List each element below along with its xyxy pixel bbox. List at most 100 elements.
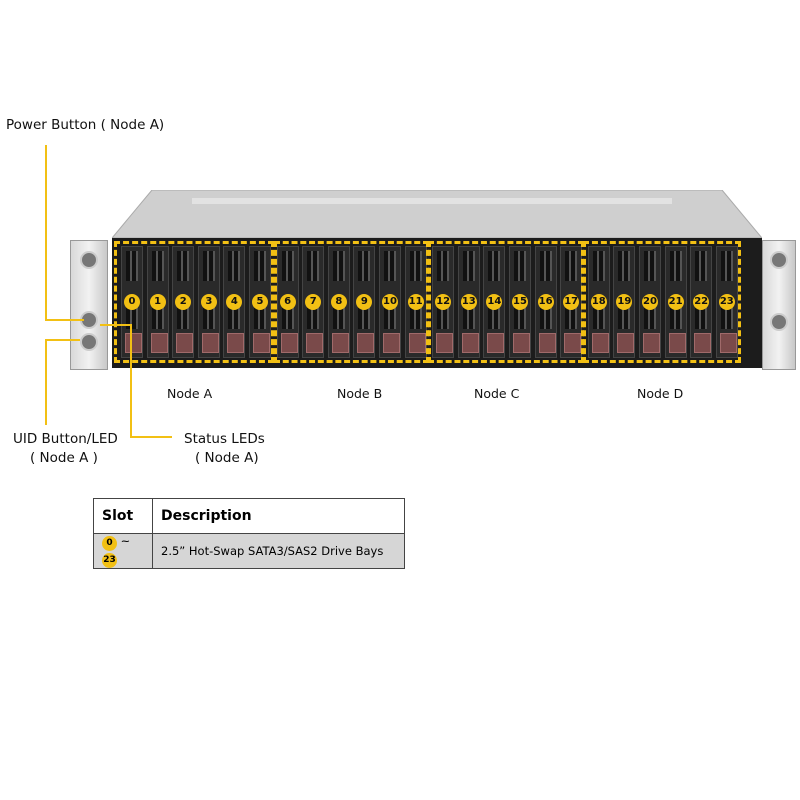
- drive-vent: [409, 307, 422, 329]
- drive-release-latch[interactable]: [668, 333, 686, 353]
- drive-release-latch[interactable]: [487, 333, 505, 353]
- drive-vent: [384, 307, 396, 329]
- drive-bay-number: 19: [616, 294, 633, 310]
- drive-bay-number: 21: [667, 294, 684, 310]
- drive-bay[interactable]: [276, 246, 299, 358]
- drive-release-latch[interactable]: [176, 333, 194, 353]
- drive-vent: [332, 307, 345, 329]
- power-button-label: Power Button ( Node A): [6, 117, 165, 133]
- slot-from-badge: 0: [102, 536, 117, 551]
- drive-release-latch[interactable]: [383, 333, 400, 353]
- drive-vent: [720, 307, 733, 329]
- drive-release-latch[interactable]: [694, 333, 712, 353]
- node-b-label: Node B: [337, 386, 383, 401]
- drive-vent: [720, 251, 733, 281]
- node-b-power-button[interactable]: [80, 251, 98, 269]
- drive-vent: [462, 251, 475, 281]
- drive-bay-number: 1: [149, 294, 166, 310]
- drive-vent: [126, 251, 138, 281]
- drive-bay-number: 13: [460, 294, 477, 310]
- drive-vent: [565, 251, 578, 281]
- drive-vent: [228, 307, 241, 329]
- drive-bay-number: 15: [512, 294, 528, 310]
- node-a-box: [114, 241, 274, 363]
- slot-to-badge: 23: [102, 553, 117, 568]
- drive-release-latch[interactable]: [617, 333, 635, 353]
- drive-release-latch[interactable]: [564, 333, 582, 353]
- drive-vent: [384, 251, 396, 281]
- uid-button[interactable]: [80, 333, 98, 351]
- drive-vent: [539, 251, 552, 281]
- drive-vent: [488, 251, 501, 281]
- left-control-ear: [70, 240, 108, 370]
- drive-vent: [695, 251, 708, 281]
- drive-bay-number: 6: [279, 294, 296, 310]
- drive-vent: [281, 307, 294, 329]
- drive-release-latch[interactable]: [461, 333, 479, 353]
- drive-vent: [281, 251, 294, 281]
- drive-vent: [151, 307, 164, 329]
- drive-release-latch[interactable]: [227, 333, 245, 353]
- drive-bay-number: 7: [305, 294, 322, 310]
- status-leds-label-node: ( Node A): [195, 450, 259, 466]
- drive-release-latch[interactable]: [357, 333, 375, 353]
- drive-release-latch[interactable]: [280, 333, 298, 353]
- drive-bay-number: 16: [537, 294, 554, 310]
- chassis-top: [112, 190, 762, 239]
- node-d-box: [583, 241, 741, 363]
- drive-bay-number: 3: [200, 294, 217, 310]
- drive-bay-number: 2: [175, 294, 192, 310]
- drive-release-latch[interactable]: [306, 333, 324, 353]
- drive-vent: [437, 307, 450, 329]
- drive-bay-number: 20: [642, 294, 658, 310]
- status-callout-line: [100, 324, 172, 438]
- drive-release-latch[interactable]: [719, 333, 737, 353]
- node-c-label: Node C: [474, 386, 520, 401]
- power-callout-line: [45, 145, 84, 321]
- drive-release-latch[interactable]: [436, 333, 454, 353]
- drive-release-latch[interactable]: [538, 333, 556, 353]
- description-cell: 2.5” Hot-Swap SATA3/SAS2 Drive Bays: [152, 533, 405, 569]
- drive-vent: [669, 307, 682, 329]
- drive-release-latch[interactable]: [331, 333, 349, 353]
- node-a-label: Node A: [167, 386, 213, 401]
- slot-table: Slot Description 0 ~ 23 2.5” Hot-Swap SA…: [93, 498, 405, 569]
- drive-vent: [695, 307, 708, 329]
- drive-vent: [202, 251, 215, 281]
- drive-release-latch[interactable]: [591, 333, 609, 353]
- drive-bay[interactable]: [534, 246, 557, 358]
- drive-vent: [669, 251, 682, 281]
- node-d-power-button[interactable]: [770, 313, 788, 331]
- table-header-row: Slot Description: [93, 498, 405, 534]
- drive-bay-number: 14: [486, 294, 503, 310]
- drive-bay-number: 17: [563, 294, 580, 310]
- drive-release-latch[interactable]: [513, 333, 530, 353]
- drive-vent: [332, 251, 345, 281]
- node-d-label: Node D: [637, 386, 684, 401]
- drive-vent: [644, 251, 656, 281]
- drive-vent: [307, 307, 320, 329]
- drive-release-latch[interactable]: [201, 333, 219, 353]
- drive-vent: [228, 251, 241, 281]
- node-c-power-button[interactable]: [770, 251, 788, 269]
- header-slot: Slot: [93, 498, 153, 534]
- drive-vent: [307, 251, 320, 281]
- slot-cell: 0 ~ 23: [93, 533, 153, 569]
- drive-release-latch[interactable]: [125, 333, 142, 353]
- uid-label-node: ( Node A ): [30, 450, 98, 466]
- drive-vent: [358, 307, 371, 329]
- right-control-ear: [762, 240, 796, 370]
- drive-vent: [539, 307, 552, 329]
- drive-vent: [151, 251, 164, 281]
- drive-release-latch[interactable]: [408, 333, 426, 353]
- drive-release-latch[interactable]: [253, 333, 270, 353]
- drive-release-latch[interactable]: [643, 333, 660, 353]
- drive-vent: [358, 251, 371, 281]
- drive-vent: [437, 251, 450, 281]
- drive-bay-number: 10: [382, 294, 398, 310]
- drive-bay-number: 8: [330, 294, 347, 310]
- drive-release-latch[interactable]: [150, 333, 168, 353]
- drive-vent: [592, 307, 605, 329]
- drive-vent: [618, 251, 631, 281]
